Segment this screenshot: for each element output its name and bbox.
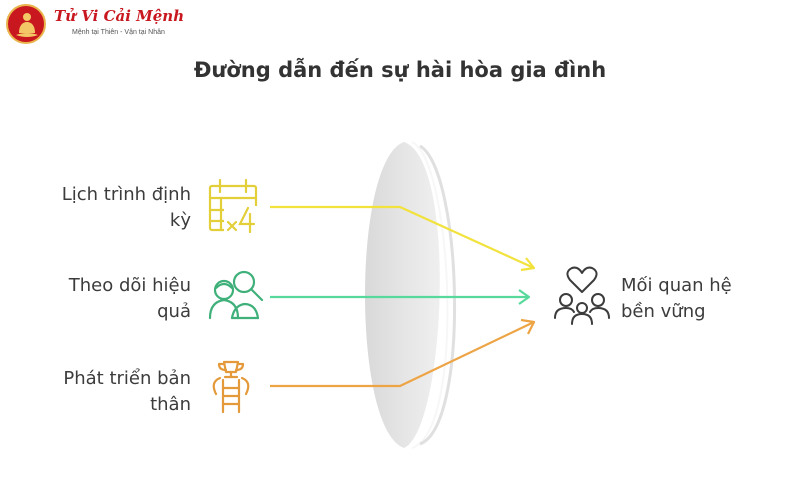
logo-badge: [6, 4, 46, 44]
logo[interactable]: Tử Vi Cải Mệnh Mệnh tại Thiên - Vận tại …: [6, 4, 184, 46]
arrow-schedule: [270, 205, 536, 272]
lens-shape: [365, 141, 457, 449]
logo-title: Tử Vi Cải Mệnh: [54, 7, 185, 25]
page-title: Đường dẫn đến sự hài hòa gia đình: [193, 58, 607, 82]
seated-figure-icon: [16, 13, 38, 37]
label-growth: Phát triển bản thân: [20, 366, 191, 418]
label-schedule-line1: Lịch trình định: [61, 184, 191, 205]
arrow-tracking: [270, 289, 531, 305]
label-output: Mối quan hệ bền vững: [621, 273, 791, 325]
logo-tagline: Mệnh tại Thiên - Vận tại Nhân: [72, 29, 165, 36]
label-tracking: Theo dõi hiệu quả: [20, 273, 191, 325]
label-growth-line2: thân: [150, 394, 191, 415]
label-output-line2: bền vững: [621, 301, 706, 322]
calendar-x4-icon: [208, 178, 260, 234]
label-growth-line1: Phát triển bản: [63, 368, 191, 389]
label-schedule: Lịch trình định kỳ: [20, 182, 191, 234]
label-schedule-line2: kỳ: [169, 210, 191, 231]
label-output-line1: Mối quan hệ: [621, 275, 732, 296]
arrow-growth: [270, 318, 536, 388]
label-tracking-line2: quả: [157, 301, 191, 322]
trophy-ladder-icon: [212, 360, 250, 414]
people-search-icon: [208, 270, 264, 320]
label-tracking-line1: Theo dõi hiệu: [68, 275, 191, 296]
family-heart-icon: [554, 266, 610, 325]
